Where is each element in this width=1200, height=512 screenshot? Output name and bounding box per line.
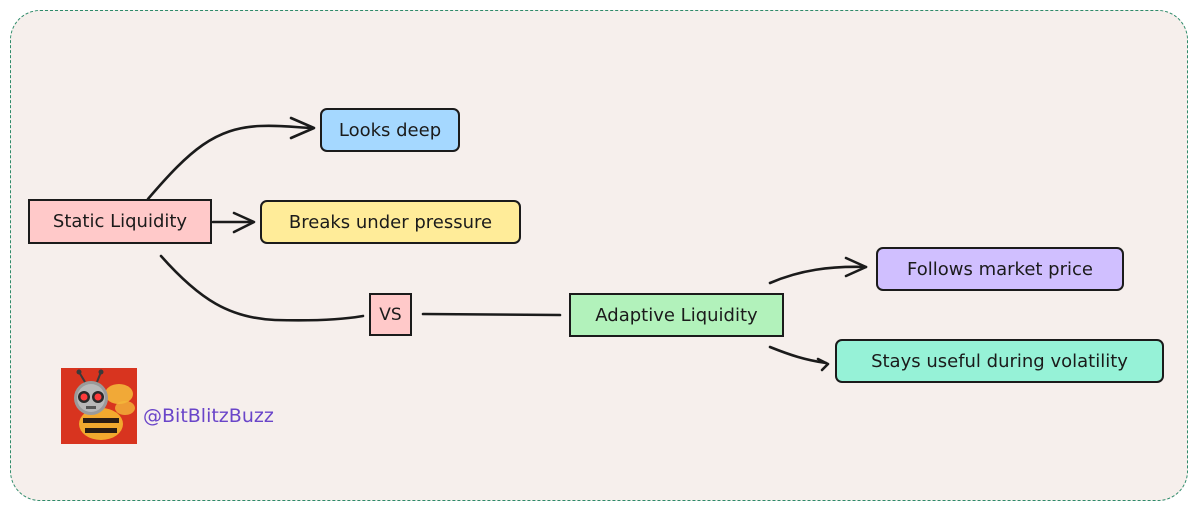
arrowhead-stays (816, 357, 830, 372)
stays-useful-node: Stays useful during volatility (835, 339, 1164, 383)
adaptive-liquidity-node: Adaptive Liquidity (569, 293, 784, 337)
line-vs-to-adaptive (421, 312, 562, 317)
arrow-static-to-looks-deep (146, 124, 315, 201)
author-handle: @BitBlitzBuzz (143, 405, 274, 427)
arrowhead-breaks (232, 211, 256, 234)
breaks-under-pressure-node: Breaks under pressure (260, 200, 521, 244)
arrowhead-looks-deep (289, 116, 316, 140)
robot-bee-icon (61, 368, 137, 444)
follows-market-price-node: Follows market price (876, 247, 1124, 291)
static-liquidity-node: Static Liquidity (28, 199, 212, 244)
looks-deep-node: Looks deep (320, 108, 460, 152)
arrowhead-follows (844, 256, 868, 278)
arrow-adaptive-to-follows (768, 265, 868, 285)
line-adaptive-to-stays (768, 345, 828, 365)
vs-node: VS (369, 293, 412, 336)
line-static-to-vs (159, 254, 365, 322)
